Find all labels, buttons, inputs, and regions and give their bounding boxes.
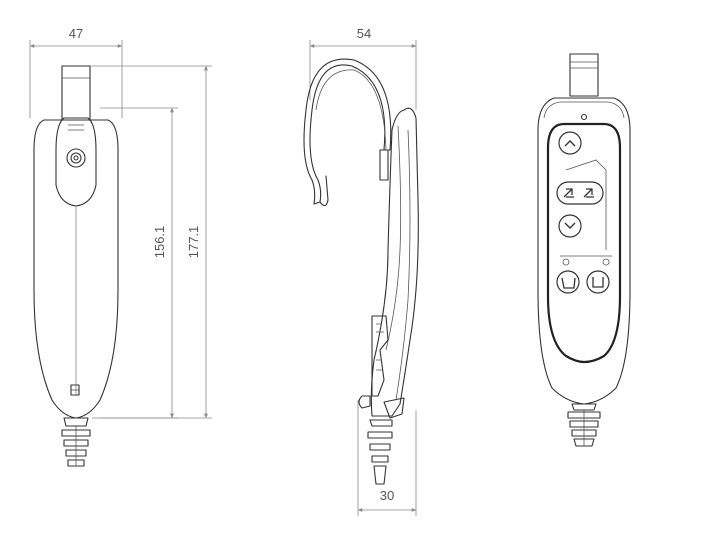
tilt-left-icon bbox=[561, 277, 576, 289]
down-button[interactable] bbox=[558, 214, 582, 238]
dim-label-inner-height: 156.1 bbox=[152, 226, 167, 259]
dim-label-total-height: 177.1 bbox=[186, 226, 201, 259]
perspective-view bbox=[537, 53, 631, 447]
tilt-right-icon bbox=[592, 277, 604, 288]
jack-socket bbox=[66, 148, 86, 168]
chevron-up-icon bbox=[564, 140, 576, 147]
front-view: 47 156.1 bbox=[29, 26, 212, 467]
tilt-right-button[interactable] bbox=[586, 270, 610, 294]
side-view: 54 30 bbox=[303, 26, 419, 516]
side-clip-hook bbox=[303, 58, 392, 205]
control-panel bbox=[546, 122, 622, 364]
dim-label-bottom-width: 30 bbox=[380, 488, 394, 503]
dim-label-depth: 54 bbox=[357, 26, 371, 41]
side-body-outline bbox=[370, 107, 419, 417]
dim-label-width: 47 bbox=[69, 26, 83, 41]
tilt-left-button[interactable] bbox=[556, 270, 580, 294]
recline-button[interactable] bbox=[556, 181, 604, 205]
side-strain-relief bbox=[367, 419, 393, 485]
recline-arrows-icon bbox=[563, 188, 594, 198]
perspective-strain-relief bbox=[567, 403, 601, 447]
chevron-down-icon bbox=[564, 222, 576, 229]
led-indicator bbox=[580, 113, 588, 121]
up-button[interactable] bbox=[558, 131, 582, 155]
front-strain-relief bbox=[61, 417, 91, 467]
